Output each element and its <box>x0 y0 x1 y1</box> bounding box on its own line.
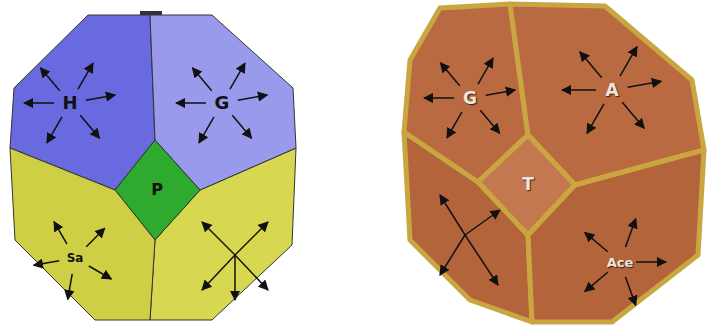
face-letter: Ace <box>607 256 634 269</box>
face-letter: P <box>151 182 163 198</box>
polyhedron-face: Ace <box>528 150 704 322</box>
face-letter: T <box>522 176 534 193</box>
face-letter: H <box>62 94 77 112</box>
face-letter: A <box>605 82 618 99</box>
face-letter: G <box>215 94 230 112</box>
face-outline <box>10 148 155 320</box>
face-letter: Sa <box>67 252 84 264</box>
face-letter: G <box>463 90 477 107</box>
face-outline <box>528 150 704 322</box>
polyhedron-face: Sa <box>10 148 155 320</box>
